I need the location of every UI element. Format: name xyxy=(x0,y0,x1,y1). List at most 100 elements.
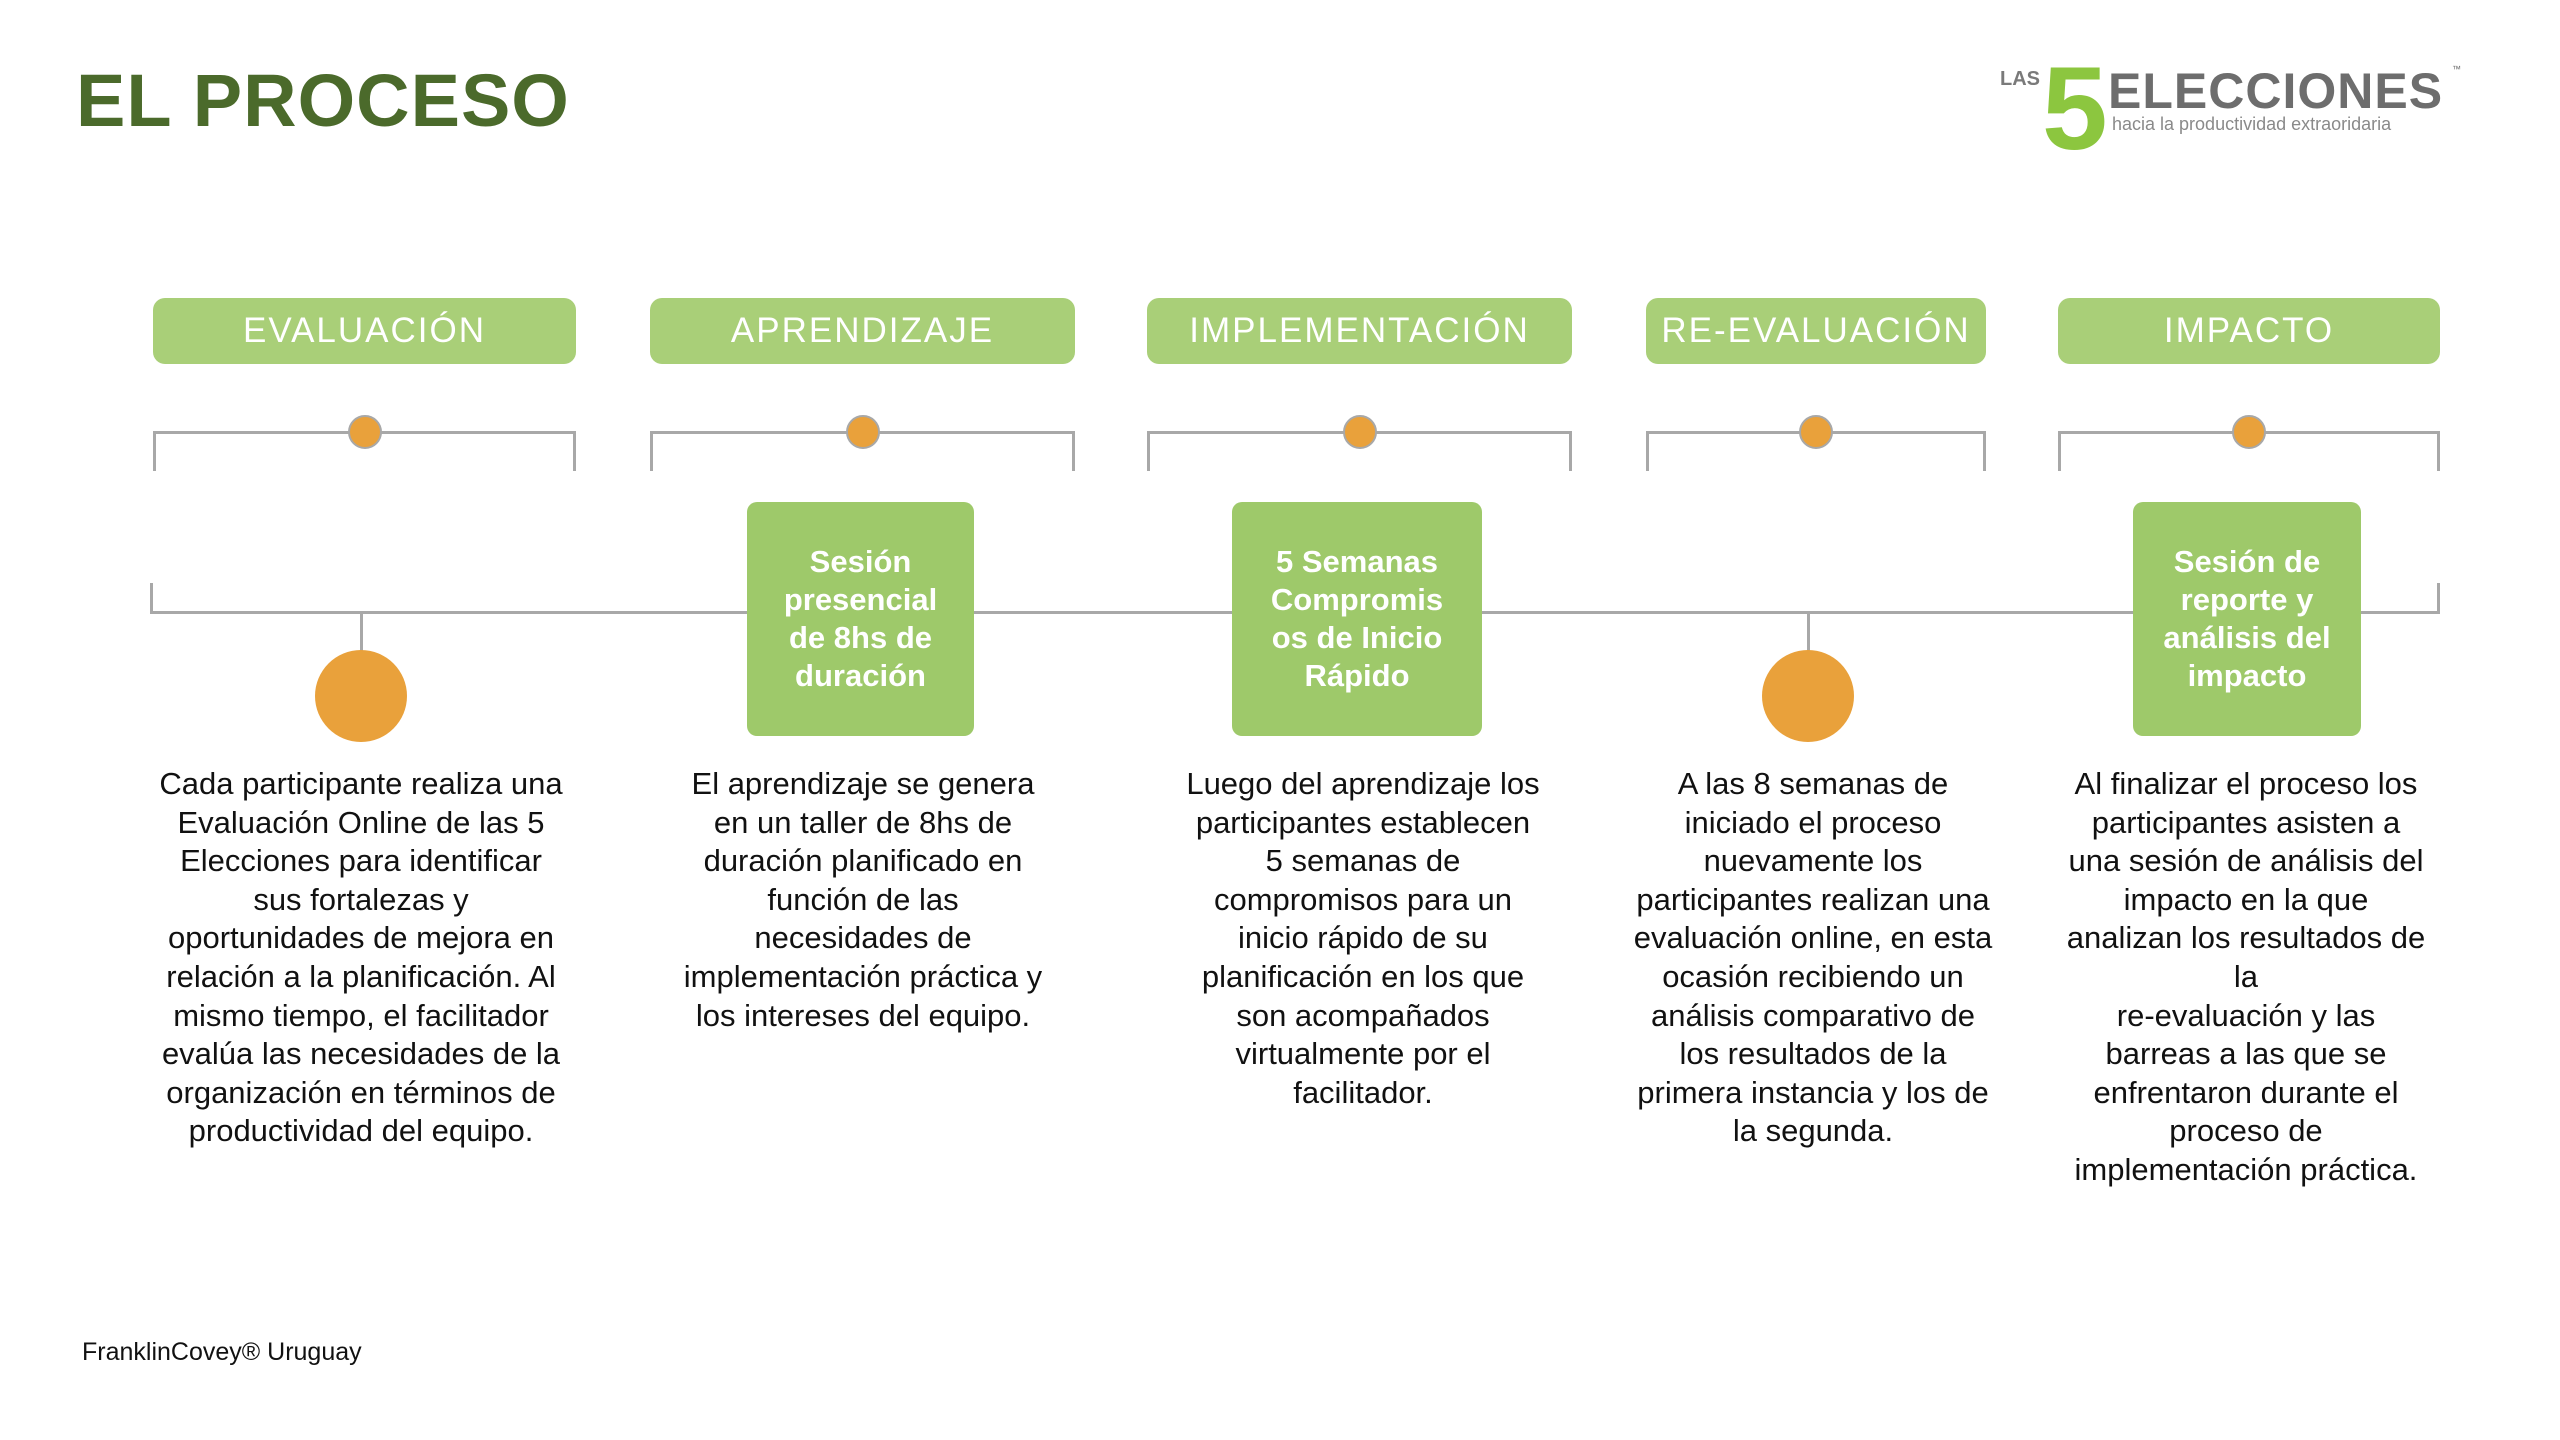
logo-word: ELECCIONES xyxy=(2108,63,2444,119)
description-line: nuevamente los xyxy=(1703,843,1923,879)
phase-dot xyxy=(845,415,880,449)
description-line: la xyxy=(2233,958,2259,994)
bracket-right-tick xyxy=(2437,431,2440,471)
description-line: los resultados de la xyxy=(1679,1036,1947,1072)
box-line: impacto xyxy=(2187,658,2307,693)
description-line: participantes establecen xyxy=(1195,804,1531,840)
phase-dot xyxy=(1799,415,1833,449)
description-line: participantes asisten a xyxy=(2091,804,2401,840)
description-line: ocasión recibiendo un xyxy=(1662,958,1964,994)
description-line: Evaluación Online de las 5 xyxy=(177,804,545,840)
description-line: implementación práctica y xyxy=(683,958,1043,994)
description-line: una sesión de análisis del xyxy=(2068,843,2424,879)
bracket-left-tick xyxy=(2058,431,2061,471)
bracket-left-tick xyxy=(650,431,653,471)
description-line: necesidades de xyxy=(754,920,972,956)
las-5-elecciones-logo: LAS 5 ELECCIONES ™ hacia la productivida… xyxy=(2000,50,2470,168)
description-line: re-evaluación y las xyxy=(2116,997,2376,1033)
box-line: reporte y xyxy=(2180,582,2314,617)
description-line: la segunda. xyxy=(1732,1113,1894,1149)
description-line: Al finalizar el proceso los xyxy=(2074,766,2418,801)
logo-tagline: hacia la productividad extraoridaria xyxy=(2112,114,2392,134)
phase-dot xyxy=(2232,415,2266,449)
description-line: sus fortalezas y xyxy=(253,881,469,917)
box-line: presencial xyxy=(783,582,938,617)
description-line: relación a la planificación. Al xyxy=(166,958,556,994)
description-line: análisis comparativo de xyxy=(1651,997,1975,1033)
phase-evaluacion: EVALUACIÓN xyxy=(153,298,576,364)
bracket-right-tick xyxy=(1983,431,1986,471)
description-line: analizan los resultados de xyxy=(2066,920,2426,956)
description-line: barreas a las que se xyxy=(2105,1036,2387,1072)
box-line: os de Inicio xyxy=(1271,620,1443,655)
connector xyxy=(1807,612,1810,654)
phase-implementacion: IMPLEMENTACIÓN xyxy=(1147,298,1572,364)
box-line: Sesión de xyxy=(2173,544,2321,579)
bracket-right-tick xyxy=(1072,431,1075,471)
box-line: Rápido xyxy=(1304,658,1410,693)
connector xyxy=(360,612,363,654)
description-line: duración planificado en xyxy=(703,843,1023,879)
description-line: evaluación online, en esta xyxy=(1633,920,1993,956)
box-line: Sesión xyxy=(809,544,912,579)
description-line: productividad del equipo. xyxy=(188,1113,534,1149)
box-line: 5 Semanas xyxy=(1276,544,1438,579)
logo-number: 5 xyxy=(2042,43,2108,175)
phase-impacto: IMPACTO xyxy=(2058,298,2440,364)
description-line: virtualmente por el xyxy=(1235,1036,1491,1072)
description-line: organización en términos de xyxy=(166,1074,556,1110)
description-line: planificación en los que xyxy=(1201,958,1525,994)
bracket-left-tick xyxy=(1646,431,1649,471)
description-line: Luego del aprendizaje los xyxy=(1186,766,1540,801)
description-line: participantes realizan una xyxy=(1636,881,1990,917)
phase-dot xyxy=(1342,415,1377,449)
box-line: duración xyxy=(795,658,926,693)
bracket-right-tick xyxy=(1569,431,1572,471)
bracket-right-tick xyxy=(573,431,576,471)
description-line: proceso de xyxy=(2169,1113,2323,1149)
page-title: EL PROCESO xyxy=(76,59,570,142)
box-line: Compromis xyxy=(1270,582,1444,617)
box-line: de 8hs de xyxy=(789,620,932,655)
milestone-circle xyxy=(1762,650,1854,742)
description-line: iniciado el proceso xyxy=(1684,804,1942,840)
description-line: Cada participante realiza una xyxy=(159,766,563,801)
description-line: oportunidades de mejora en xyxy=(167,920,555,956)
description-line: enfrentaron durante el xyxy=(2093,1074,2399,1110)
description-line: evalúa las necesidades de la xyxy=(161,1036,561,1072)
description-line: 5 semanas de xyxy=(1265,843,1461,879)
description-line: El aprendizaje se genera xyxy=(691,766,1035,801)
description-line: primera instancia y los de xyxy=(1637,1074,1989,1110)
logo-prefix: LAS xyxy=(2000,68,2040,90)
milestone-circle xyxy=(315,650,407,742)
phase-re-evaluacion: RE-EVALUACIÓN xyxy=(1646,298,1986,364)
description-line: en un taller de 8hs de xyxy=(713,804,1013,840)
description-line: los intereses del equipo. xyxy=(695,997,1031,1033)
bracket-left-tick xyxy=(153,431,156,471)
description-line: mismo tiempo, el facilitador xyxy=(173,997,549,1033)
phase-dot xyxy=(347,415,382,449)
description-line: A las 8 semanas de xyxy=(1677,766,1949,801)
logo-trademark: ™ xyxy=(2452,64,2461,74)
timeline-right-tick xyxy=(2437,583,2440,613)
bracket-left-tick xyxy=(1147,431,1150,471)
description-line: facilitador. xyxy=(1293,1074,1433,1110)
description-line: impacto en la que xyxy=(2123,881,2369,917)
description-line: son acompañados xyxy=(1236,997,1490,1033)
timeline-left-tick xyxy=(150,583,153,613)
description-line: Elecciones para identificar xyxy=(180,843,542,879)
description-line: compromisos para un xyxy=(1213,881,1513,917)
description-line: inicio rápido de su xyxy=(1238,920,1488,956)
box-line: análisis del xyxy=(2163,620,2331,655)
phase-aprendizaje: APRENDIZAJE xyxy=(650,298,1075,364)
description-line: función de las xyxy=(767,881,959,917)
description-line: implementación práctica. xyxy=(2074,1151,2418,1187)
